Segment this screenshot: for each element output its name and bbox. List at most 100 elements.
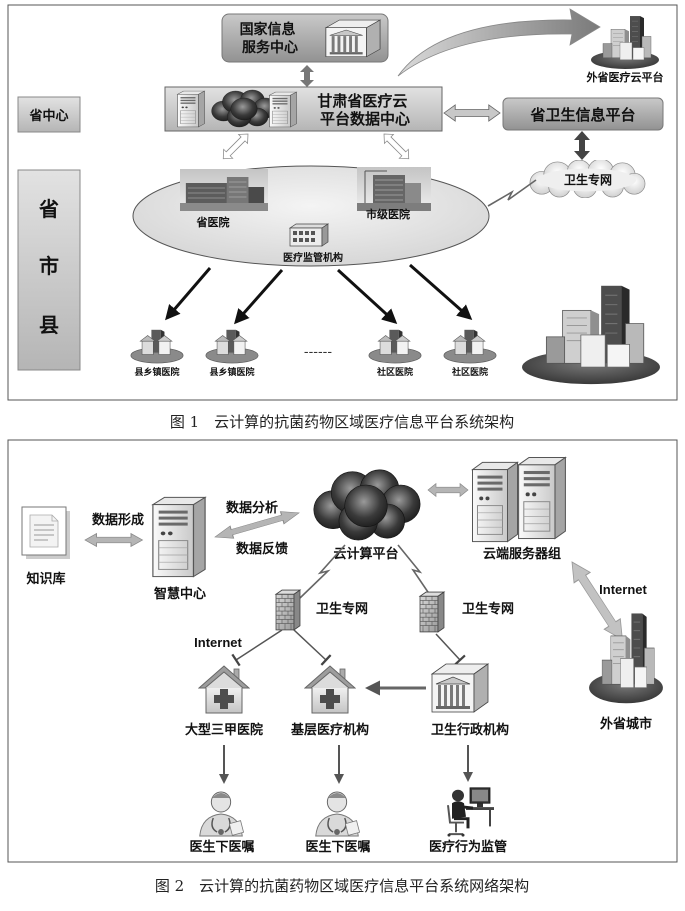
national-datacenter-double-arrow: [300, 65, 314, 87]
other-province-curved-arrow: [397, 8, 601, 77]
other-city-label: 外省城市: [599, 716, 652, 732]
arrow-to-county-hospital-1: [165, 267, 212, 321]
doctor-orders-label: 医生下医嘱: [305, 839, 370, 855]
national-info-center-line-1: 国家信息: [240, 21, 296, 38]
tier-levels-box: [17, 169, 81, 371]
province-city-hospitals-group: 省医院 市级医院 医疗监管机构: [132, 165, 490, 267]
provincial-health-info-platform-box: [502, 97, 664, 131]
arrow-to-community-hospital-2: [409, 263, 473, 320]
figure-1-caption: 图 1 云计算的抗菌药物区域医疗信息平台系统架构: [170, 413, 514, 431]
datacenter-health-platform-double-arrow: [443, 104, 501, 122]
server-icon: [177, 90, 205, 128]
firewall-icon: [275, 589, 301, 631]
doctor-orders-label: 医生下医嘱: [189, 839, 254, 855]
provincial-hospital-photo: [180, 169, 268, 211]
lightning-link-right: [397, 544, 433, 599]
provincial-hospital-label: 省医院: [196, 215, 230, 229]
server-icon: [517, 456, 567, 540]
data-center-line-2: 平台数据中心: [320, 110, 410, 128]
data-formation-label: 数据形成: [92, 512, 144, 528]
other-province-cloud-label: 外省医疗云平台: [586, 70, 664, 84]
datacenter-ellipse-arrow-left: [218, 129, 253, 164]
health-admin-label: 卫生行政机构: [431, 722, 509, 738]
provincial-health-info-platform: 省卫生信息平台: [502, 97, 664, 131]
community-hospital-label: 社区医院: [451, 366, 488, 378]
tier-province-center-box: [17, 96, 81, 133]
kb-smart-center-double-arrow: [84, 533, 144, 547]
data-center-line-1: 甘肃省医疗云: [317, 92, 407, 110]
firewall-icon: [419, 591, 445, 633]
city-buildings-icon: [590, 15, 660, 70]
health-network-right-label: 卫生专网: [462, 601, 514, 617]
data-feedback-label: 数据反馈: [236, 541, 288, 557]
county-hospital-label: 县乡镇医院: [134, 366, 179, 378]
network-lightning-link: [487, 179, 537, 207]
cloud-servers-double-arrow: [427, 483, 469, 497]
arrow-to-community-hospital-1: [336, 268, 398, 325]
community-hospital-icon: [368, 329, 422, 364]
city-hospital-photo: [357, 167, 431, 211]
figure-2-border: [7, 439, 678, 863]
cloud-platform-icon: [313, 469, 421, 541]
computer-operator-icon: [446, 786, 494, 838]
platform-network-double-arrow: [574, 131, 590, 160]
health-network-label: 卫生专网: [564, 172, 612, 187]
figure-1: 省中心 省 市 县 国家信息 服务中心 甘肃省医疗云 平台数据中: [7, 4, 678, 401]
other-province-cloud-platform: 外省医疗云平台: [586, 15, 664, 84]
gansu-cloud-data-center: 甘肃省医疗云 平台数据中心: [164, 86, 443, 132]
doctor-icon: [314, 791, 361, 837]
smart-center-label: 智慧中心: [154, 586, 206, 602]
server-icon: [269, 91, 297, 128]
lightning-link-left: [299, 544, 346, 599]
regulator-icon: [289, 223, 329, 247]
cloud-servers-label: 云端服务器组: [483, 546, 561, 562]
provincial-health-info-platform-label: 省卫生信息平台: [529, 106, 635, 124]
county-hospital-icon: [130, 329, 184, 364]
figure-2-caption: 图 2 云计算的抗菌药物区域医疗信息平台系统网络架构: [155, 877, 529, 895]
link-to-primary-care: [293, 629, 332, 666]
county-hospital-label: 县乡镇医院: [209, 366, 254, 378]
smart-center-server-icon: [152, 496, 206, 578]
data-analysis-label: 数据分析: [226, 500, 278, 516]
primary-care-label: 基层医疗机构: [290, 722, 369, 738]
tier-level-county: 县: [39, 313, 59, 337]
knowledge-base-label: 知识库: [26, 571, 65, 587]
health-private-network: 卫生专网: [529, 160, 646, 198]
doctor-icon: [198, 791, 245, 837]
tier-levels: 省 市 县: [17, 169, 81, 371]
tier-level-city: 市: [39, 254, 59, 278]
city-hospital-label: 市级医院: [366, 207, 410, 221]
hospital-house-icon: [198, 665, 250, 714]
data-center-box: [164, 86, 443, 132]
county-hospital-icon: [205, 329, 259, 364]
behavior-supervision-label: 医疗行为监管: [429, 839, 507, 855]
regulator-label: 医疗监管机构: [283, 251, 343, 264]
document-icon: [21, 506, 71, 560]
community-hospital-icon: [443, 329, 497, 364]
hospital-house-icon: [304, 665, 356, 714]
servers-other-city-double-arrow: [563, 555, 632, 646]
figure-2: 知识库 数据形成 智慧中心 数据分析 数据反馈 云计算平台 云端服务器组 卫生专…: [7, 439, 678, 863]
national-info-center-label: 国家信息 服务中心: [240, 21, 301, 56]
city-buildings-icon: [588, 613, 664, 704]
government-building-icon: [431, 663, 489, 713]
arrow-to-county-hospital-2: [234, 269, 284, 325]
national-info-center: 国家信息 服务中心: [221, 13, 389, 63]
server-icon: [471, 461, 519, 543]
city-skyline-icon: [521, 285, 661, 385]
tertiary-hospital-label: 大型三甲医院: [185, 722, 263, 738]
national-info-center-line-2: 服务中心: [242, 39, 298, 56]
community-hospital-label: 社区医院: [376, 366, 413, 378]
tier-province-center-label: 省中心: [28, 108, 68, 124]
datacenter-ellipse-arrow-right: [379, 129, 414, 164]
link-to-health-admin: [435, 633, 466, 666]
internet-left-label: Internet: [194, 635, 242, 650]
health-network-left-label: 卫生专网: [316, 601, 368, 617]
data-center-label: 甘肃省医疗云 平台数据中心: [317, 92, 412, 128]
ellipsis-dashes: ------: [304, 345, 332, 360]
tier-level-province: 省: [38, 197, 59, 221]
government-building-icon: [325, 19, 381, 58]
tier-province-center: 省中心: [17, 96, 81, 133]
figure-1-border: [7, 4, 678, 401]
